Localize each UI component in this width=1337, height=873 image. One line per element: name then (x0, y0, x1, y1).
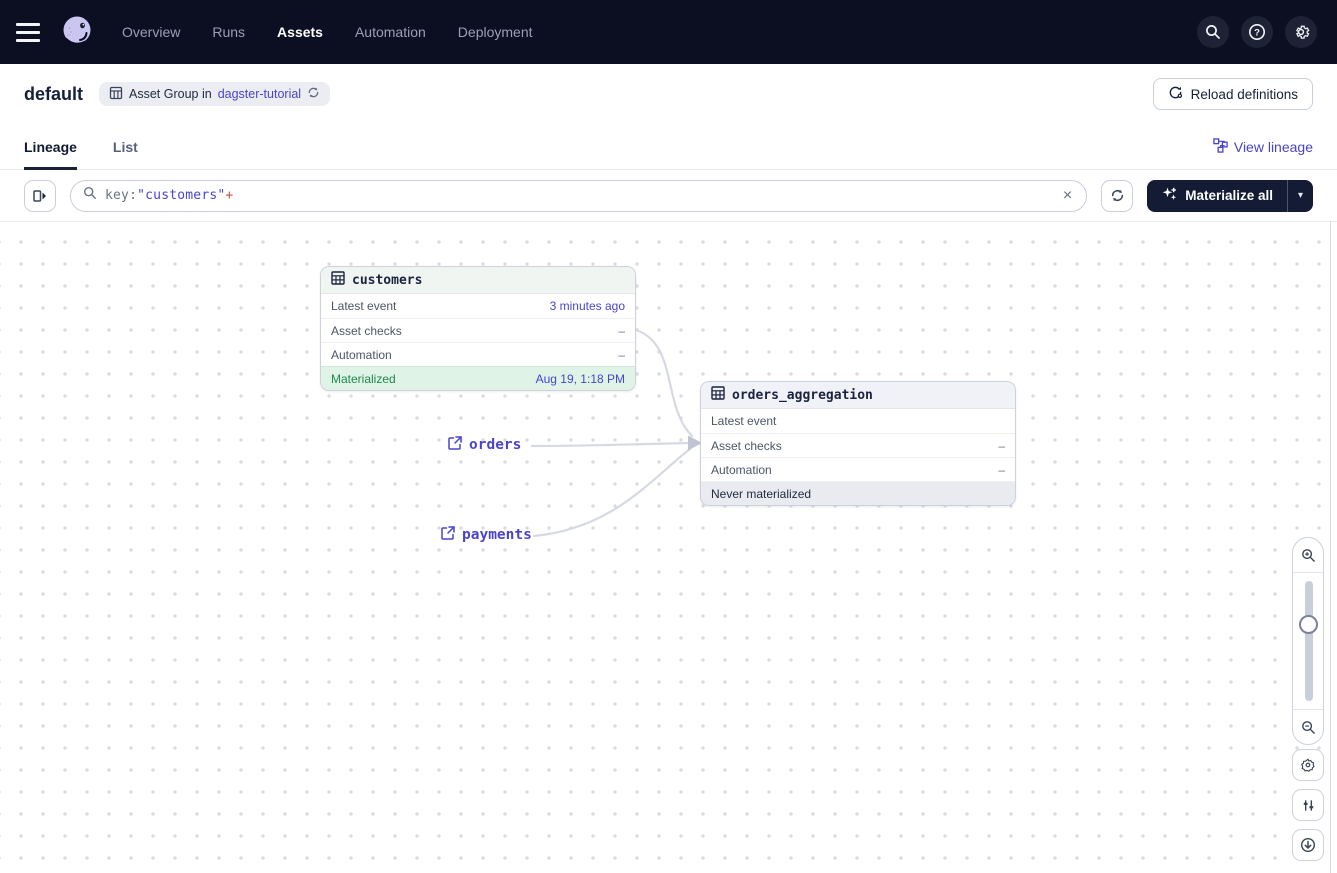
node-row-never-materialized: Never materialized (701, 481, 1015, 505)
expand-sidebar-button[interactable] (24, 179, 56, 212)
edge-payments-to-aggregation (532, 447, 692, 538)
reload-definitions-button[interactable]: Reload definitions (1152, 78, 1313, 110)
search-icon[interactable] (1197, 16, 1229, 48)
sparkle-icon (1161, 186, 1177, 205)
asset-group-badge-text: Asset Group in (129, 87, 212, 101)
zoom-slider-track[interactable] (1305, 581, 1313, 701)
external-link-icon (448, 436, 462, 454)
lineage-canvas[interactable]: customers Latest event 3 minutes ago Ass… (0, 222, 1337, 873)
zoom-slider-thumb[interactable] (1299, 615, 1318, 634)
sync-icon[interactable] (307, 86, 320, 102)
svg-text:?: ? (1254, 27, 1260, 38)
node-row-materialized: Materialized Aug 19, 1:18 PM (321, 366, 635, 390)
graph-settings-button[interactable] (1292, 749, 1324, 781)
materialize-all-button[interactable]: Materialize all (1147, 180, 1287, 212)
node-row-asset-checks: Asset checks – (701, 433, 1015, 457)
asset-name: customers (352, 272, 423, 288)
nav-item-deployment[interactable]: Deployment (457, 24, 533, 40)
tab-lineage[interactable]: Lineage (24, 124, 77, 170)
reload-definitions-label: Reload definitions (1190, 86, 1298, 102)
lineage-graph-icon (1213, 137, 1228, 156)
nav-item-assets[interactable]: Assets (277, 24, 323, 40)
code-location-link[interactable]: dagster-tutorial (217, 87, 302, 101)
nav-item-automation[interactable]: Automation (354, 24, 426, 40)
search-query-text: key:"customers"+ (105, 188, 234, 203)
external-asset-label: payments (462, 527, 532, 543)
node-row-latest-event: Latest event 3 minutes ago (331, 299, 625, 313)
refresh-graph-button[interactable] (1101, 179, 1134, 212)
materialize-all-split-button: Materialize all ▾ (1147, 179, 1313, 212)
asset-node-orders-aggregation[interactable]: orders_aggregation Latest event Asset ch… (700, 381, 1016, 506)
graph-filters-button[interactable] (1292, 789, 1324, 821)
nav-item-runs[interactable]: Runs (212, 24, 246, 40)
materialize-options-caret[interactable]: ▾ (1287, 179, 1313, 212)
tab-list[interactable]: List (112, 138, 138, 155)
reload-icon (1168, 85, 1183, 103)
recenter-graph-button[interactable] (1292, 829, 1324, 861)
page-title: default (24, 83, 84, 104)
edge-layer (530, 328, 702, 538)
asset-node-customers[interactable]: customers Latest event 3 minutes ago Ass… (320, 266, 636, 391)
page-header: default Asset Group in dagster-tutorial … (0, 64, 1337, 124)
asset-group-icon (109, 86, 123, 103)
graph-toolbar: key:"customers"+ × Materialize all ▾ (0, 170, 1337, 222)
external-link-icon (441, 526, 455, 544)
gear-icon[interactable] (1285, 16, 1317, 48)
edge-customers-to-aggregation (634, 328, 694, 438)
right-panel-divider[interactable] (1330, 222, 1331, 873)
asset-group-badge: Asset Group in dagster-tutorial (99, 82, 331, 106)
zoom-slider[interactable] (1293, 573, 1323, 709)
node-row-automation: Automation – (321, 342, 635, 366)
primary-nav: Overview Runs Assets Automation Deployme… (122, 24, 533, 40)
node-row-automation: Automation – (701, 457, 1015, 481)
dagster-logo[interactable] (58, 13, 96, 51)
tabs-row: Lineage List View lineage (0, 124, 1337, 170)
view-lineage-link[interactable]: View lineage (1213, 137, 1313, 156)
asset-search-input[interactable]: key:"customers"+ × (70, 179, 1088, 212)
menu-icon[interactable] (16, 18, 44, 46)
help-icon[interactable]: ? (1241, 16, 1273, 48)
zoom-out-icon[interactable] (1293, 710, 1323, 744)
view-lineage-label: View lineage (1233, 138, 1313, 155)
external-asset-payments[interactable]: payments (441, 526, 532, 544)
node-row-asset-checks: Asset checks – (321, 318, 635, 342)
zoom-panel (1292, 537, 1324, 745)
asset-table-icon (331, 271, 345, 289)
clear-search-icon[interactable]: × (1062, 186, 1073, 204)
asset-node-header[interactable]: customers (321, 267, 635, 294)
nav-item-overview[interactable]: Overview (122, 24, 181, 40)
latest-event-link[interactable]: 3 minutes ago (549, 299, 625, 313)
zoom-in-icon[interactable] (1293, 538, 1323, 572)
node-row-latest-event: Latest event (711, 414, 777, 428)
external-asset-orders[interactable]: orders (448, 436, 521, 454)
asset-node-header[interactable]: orders_aggregation (701, 382, 1015, 409)
materialize-all-label: Materialize all (1185, 188, 1273, 203)
asset-name: orders_aggregation (732, 387, 873, 403)
external-asset-label: orders (469, 437, 522, 453)
materialized-timestamp-link[interactable]: Aug 19, 1:18 PM (535, 371, 625, 386)
top-navbar: Overview Runs Assets Automation Deployme… (0, 0, 1337, 64)
search-icon (83, 186, 97, 205)
edge-orders-to-aggregation (530, 441, 692, 448)
asset-table-icon (711, 386, 725, 404)
